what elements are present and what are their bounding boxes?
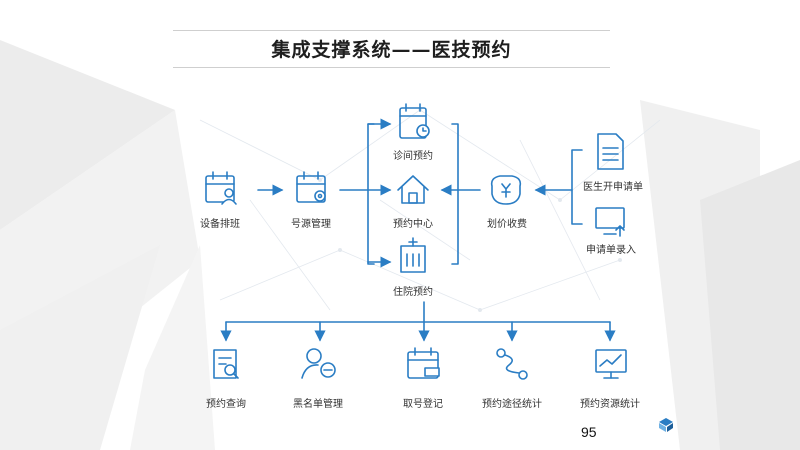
calendar-gear-icon <box>296 171 326 203</box>
calendar-user-icon <box>205 171 237 205</box>
home-icon <box>397 175 429 204</box>
document-icon <box>597 133 624 170</box>
title-area: 集成支撑系统——医技预约 <box>173 30 610 68</box>
label-equipment-scheduling: 设备排班 <box>200 217 240 230</box>
label-clinic-booking: 诊间预约 <box>393 149 433 162</box>
label-booking-center: 预约中心 <box>393 217 433 230</box>
label-ticket-checkin: 取号登记 <box>403 397 443 410</box>
page-title: 集成支撑系统——医技预约 <box>271 39 512 61</box>
page-number: 95 <box>581 424 597 440</box>
user-minus-icon <box>301 348 336 379</box>
label-pricing-charge: 划价收费 <box>487 217 527 230</box>
monitor-upload-icon <box>595 207 625 237</box>
yen-hand-icon <box>490 175 522 205</box>
search-doc-icon <box>213 349 239 379</box>
route-icon <box>496 348 528 380</box>
label-blacklist-management: 黑名单管理 <box>293 397 343 410</box>
logo-icon <box>659 418 673 432</box>
hospital-icon <box>400 237 426 273</box>
label-doctor-request: 医生开申请单 <box>583 180 643 193</box>
title-bottom-rule <box>173 67 610 68</box>
label-booking-channel-stats: 预约途径统计 <box>482 397 542 410</box>
title-top-rule <box>173 30 610 31</box>
calendar-ticket-icon <box>407 347 440 379</box>
label-request-entry: 申请单录入 <box>586 243 636 256</box>
calendar-clock-icon <box>399 103 430 139</box>
label-inpatient-booking: 住院预约 <box>393 285 433 298</box>
label-number-source-management: 号源管理 <box>291 217 331 230</box>
label-booking-query: 预约查询 <box>206 397 246 410</box>
label-booking-resource-stats: 预约资源统计 <box>580 397 640 410</box>
chart-monitor-icon <box>595 349 627 379</box>
